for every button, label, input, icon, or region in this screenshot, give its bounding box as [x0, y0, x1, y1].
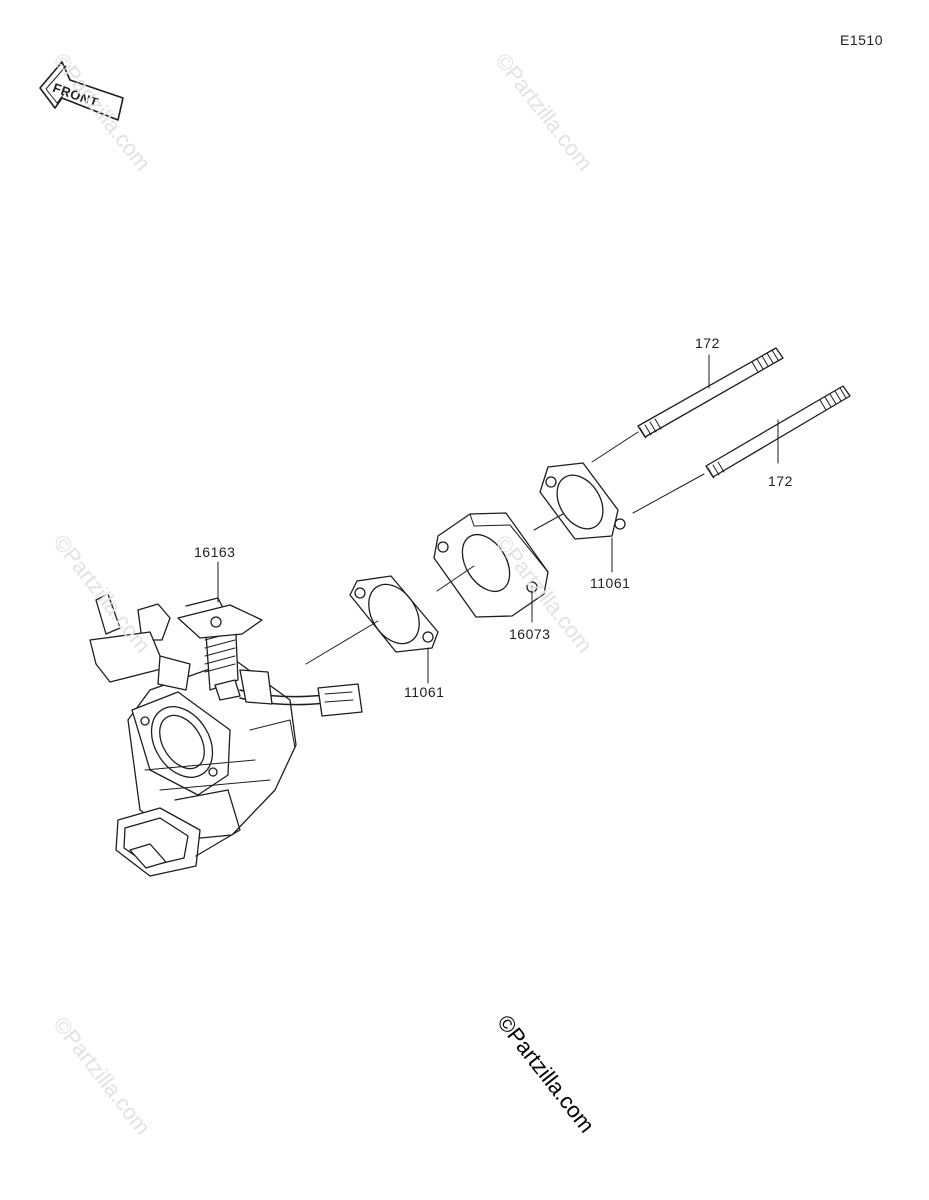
part-label-throttle-body: 16163 [194, 544, 236, 560]
stud-upper [637, 347, 784, 439]
diagram-code: E1510 [840, 32, 883, 48]
alignment-lines [305, 431, 705, 665]
part-label-spacer: 16073 [509, 626, 551, 642]
leader-lines [217, 354, 779, 684]
front-arrow-icon [39, 61, 124, 121]
gasket-right [539, 462, 626, 540]
gasket-left [349, 575, 439, 653]
part-label-gasket-left: 11061 [404, 684, 445, 700]
part-label-gasket-right: 11061 [590, 575, 631, 591]
spacer-block [433, 512, 549, 618]
part-label-stud-upper: 172 [695, 335, 720, 351]
throttle-body [89, 593, 363, 877]
part-label-stud-lower: 172 [768, 473, 793, 489]
